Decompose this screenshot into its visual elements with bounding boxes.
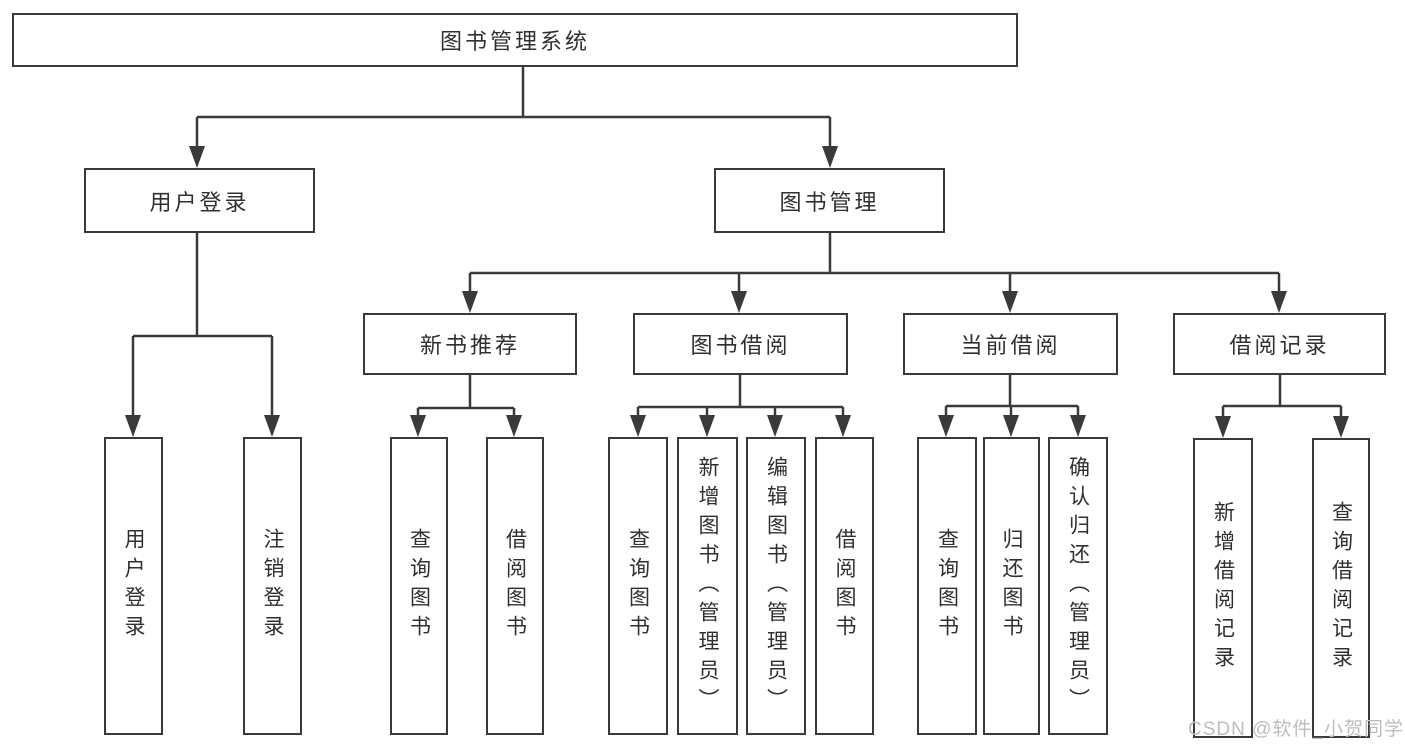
leaf-borrow-query-books-label: 查询图书	[626, 528, 650, 644]
leaf-current-confirm-return-admin-label: 确认归还（管理员）	[1066, 455, 1090, 717]
leaf-recommend-borrow-books-label: 借阅图书	[503, 528, 527, 644]
leaf-records-query-record: 查询借阅记录	[1312, 438, 1370, 738]
leaf-borrow-query-books: 查询图书	[608, 437, 668, 735]
leaf-borrow-add-books-admin: 新增图书（管理员）	[677, 437, 738, 735]
leaf-records-query-record-label: 查询借阅记录	[1329, 501, 1353, 675]
leaf-user-login-label: 用户登录	[122, 528, 145, 644]
node-book-management: 图书管理	[714, 168, 945, 233]
connector-book-management-children	[462, 233, 1287, 313]
node-current-borrow: 当前借阅	[903, 313, 1118, 375]
leaf-records-add-record: 新增借阅记录	[1193, 438, 1253, 738]
leaf-current-return-books-label: 归还图书	[1000, 528, 1023, 644]
node-user-login: 用户登录	[84, 168, 315, 233]
node-root-label: 图书管理系统	[439, 29, 590, 54]
node-new-book-recommend: 新书推荐	[363, 313, 577, 375]
node-borrow-records-label: 借阅记录	[1229, 333, 1330, 358]
node-book-borrow-label: 图书借阅	[690, 333, 791, 358]
connector-book-borrow-children	[630, 375, 851, 437]
node-user-login-label: 用户登录	[149, 189, 250, 215]
leaf-recommend-borrow-books: 借阅图书	[486, 437, 544, 735]
leaf-current-confirm-return-admin: 确认归还（管理员）	[1048, 437, 1108, 735]
node-new-book-recommend-label: 新书推荐	[419, 333, 520, 358]
node-current-borrow-label: 当前借阅	[960, 333, 1061, 358]
leaf-recommend-query-books: 查询图书	[390, 437, 448, 735]
leaf-logout-label: 注销登录	[261, 528, 284, 644]
leaf-current-return-books: 归还图书	[983, 437, 1040, 735]
leaf-user-login: 用户登录	[104, 437, 163, 735]
leaf-recommend-query-books-label: 查询图书	[407, 528, 431, 644]
leaf-borrow-borrow-books-label: 借阅图书	[833, 528, 856, 644]
node-book-management-label: 图书管理	[779, 189, 880, 215]
leaf-records-add-record-label: 新增借阅记录	[1211, 501, 1235, 675]
leaf-borrow-add-books-admin-label: 新增图书（管理员）	[696, 455, 719, 717]
leaf-borrow-edit-books-admin-label: 编辑图书（管理员）	[764, 455, 788, 717]
watermark: CSDN @软件_小贺同学	[1188, 719, 1404, 740]
connector-current-borrow-children	[938, 375, 1086, 437]
node-root: 图书管理系统	[12, 13, 1018, 67]
leaf-current-query-books: 查询图书	[917, 437, 977, 735]
connector-user-login-children	[125, 233, 280, 437]
leaf-borrow-edit-books-admin: 编辑图书（管理员）	[746, 437, 806, 735]
node-book-borrow: 图书借阅	[633, 313, 848, 375]
leaf-current-query-books-label: 查询图书	[935, 528, 959, 644]
connector-borrow-records-children	[1215, 375, 1349, 438]
leaf-logout: 注销登录	[243, 437, 302, 735]
node-borrow-records: 借阅记录	[1173, 313, 1386, 375]
leaf-borrow-borrow-books: 借阅图书	[815, 437, 874, 735]
connector-new-book-recommend-children	[410, 375, 522, 437]
connector-root-to-branches	[189, 67, 838, 168]
